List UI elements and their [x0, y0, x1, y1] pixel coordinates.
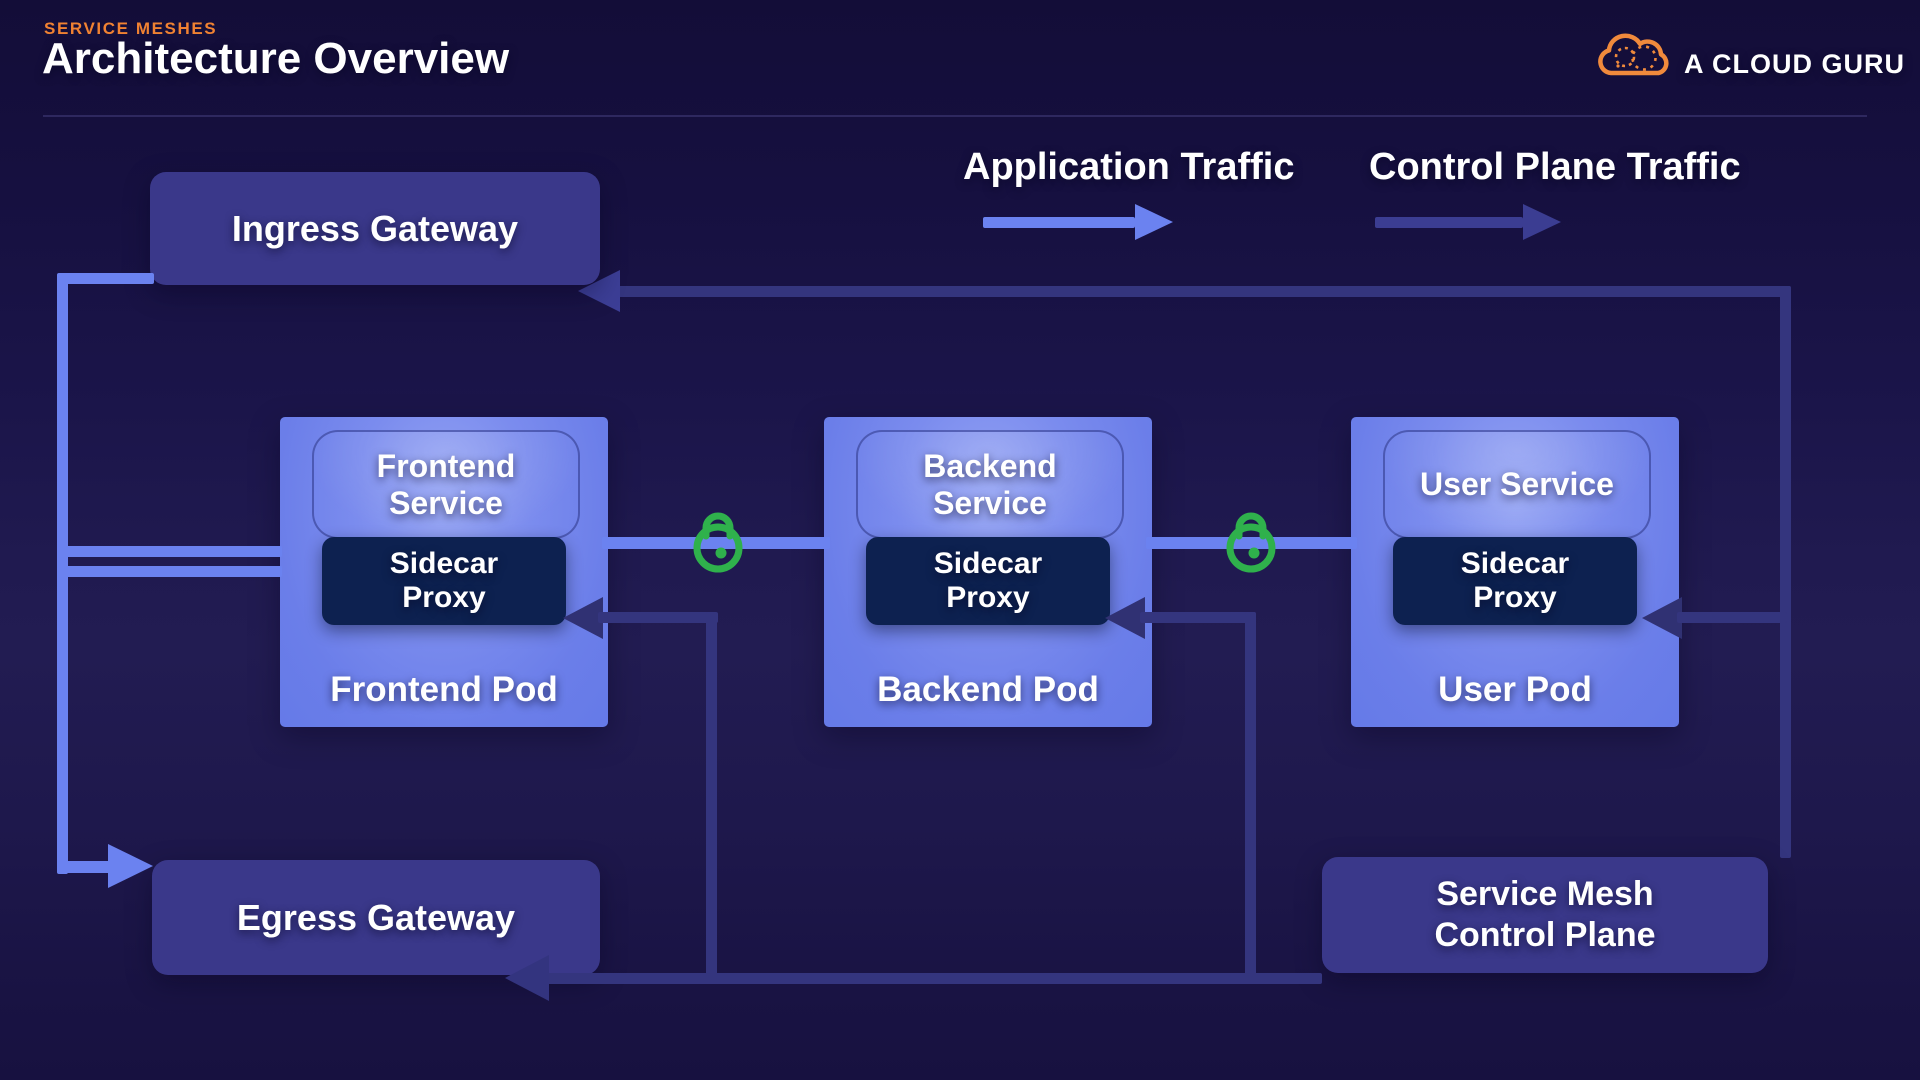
user-pod-node: User Service Sidecar Proxy User Pod: [1351, 417, 1679, 727]
control-line-top: [600, 286, 1791, 297]
egress-gateway-node: Egress Gateway: [152, 860, 600, 975]
control-line-backend-riser: [1245, 612, 1256, 979]
frontend-pod-label: Frontend Pod: [330, 670, 558, 709]
application-line-frontend-backend: [602, 537, 830, 549]
application-arrowhead-into-egress-icon: [108, 844, 153, 888]
application-line-ingress-stub: [62, 273, 154, 284]
application-line-into-frontend: [62, 546, 282, 557]
ingress-gateway-label: Ingress Gateway: [231, 207, 519, 249]
slide-eyebrow: SERVICE MESHES: [44, 19, 218, 38]
user-sidecar-proxy-box: Sidecar Proxy: [1393, 537, 1637, 625]
user-service-label: User Service: [1420, 466, 1614, 502]
backend-pod-node: Backend Service Sidecar Proxy Backend Po…: [824, 417, 1152, 727]
application-line-out-of-frontend: [57, 566, 282, 577]
frontend-service-label: Frontend Service: [376, 447, 516, 521]
application-line-backend-user: [1146, 537, 1357, 549]
frontend-sidecar-label-line2: Proxy: [402, 581, 486, 614]
legend-application-arrow: [983, 217, 1135, 228]
backend-sidecar-label-line2: Proxy: [946, 581, 1030, 614]
control-arrowhead-into-frontend-sidecar-icon: [563, 597, 603, 639]
legend-control-arrow: [1375, 217, 1523, 228]
backend-sidecar-label-line1: Sidecar: [933, 547, 1043, 580]
frontend-sidecar-label-line1: Sidecar: [389, 547, 499, 580]
service-mesh-control-plane-node: Service Mesh Control Plane: [1322, 857, 1768, 973]
mtls-lock-icon: [1226, 512, 1276, 573]
frontend-service-box: Frontend Service: [312, 430, 580, 539]
backend-service-box: Backend Service: [856, 430, 1124, 539]
cloud-guru-logo-icon: [1598, 33, 1669, 76]
control-arrowhead-into-user-sidecar-icon: [1642, 597, 1682, 639]
mtls-lock-icon: [693, 512, 743, 573]
application-line-into-egress: [57, 861, 113, 873]
header-divider: [43, 115, 1867, 117]
brand-name: A CLOUD GURU: [1684, 49, 1905, 79]
page-title: Architecture Overview: [42, 34, 510, 83]
control-line-backend-branch: [1140, 612, 1256, 623]
frontend-pod-node: Frontend Service Sidecar Proxy Frontend …: [280, 417, 608, 727]
user-sidecar-label-line1: Sidecar: [1460, 547, 1570, 580]
user-sidecar-label-line2: Proxy: [1473, 581, 1557, 614]
control-plane-label-line2: Control Plane: [1434, 916, 1656, 954]
backend-service-label: Backend Service: [923, 447, 1057, 521]
control-plane-label-line1: Service Mesh: [1436, 875, 1654, 913]
control-arrowhead-into-egress-icon: [505, 955, 549, 1001]
legend-application-traffic-label: Application Traffic: [963, 146, 1295, 188]
ingress-gateway-node: Ingress Gateway: [150, 172, 600, 285]
legend-control-arrowhead-icon: [1523, 204, 1561, 240]
user-pod-label: User Pod: [1438, 670, 1592, 709]
frontend-sidecar-proxy-box: Sidecar Proxy: [322, 537, 566, 625]
control-line-user-branch: [1677, 612, 1787, 623]
backend-pod-label: Backend Pod: [877, 670, 1099, 709]
control-line-frontend-riser: [706, 612, 717, 979]
legend-application-arrowhead-icon: [1135, 204, 1173, 240]
legend-control-traffic-label: Control Plane Traffic: [1369, 146, 1741, 188]
egress-gateway-label: Egress Gateway: [236, 896, 516, 938]
control-line-bottom: [543, 973, 1322, 984]
backend-sidecar-proxy-box: Sidecar Proxy: [866, 537, 1110, 625]
control-arrowhead-into-backend-sidecar-icon: [1105, 597, 1145, 639]
user-service-box: User Service: [1383, 430, 1651, 539]
control-line-right-vertical: [1780, 286, 1791, 858]
control-line-frontend-branch: [598, 612, 718, 623]
